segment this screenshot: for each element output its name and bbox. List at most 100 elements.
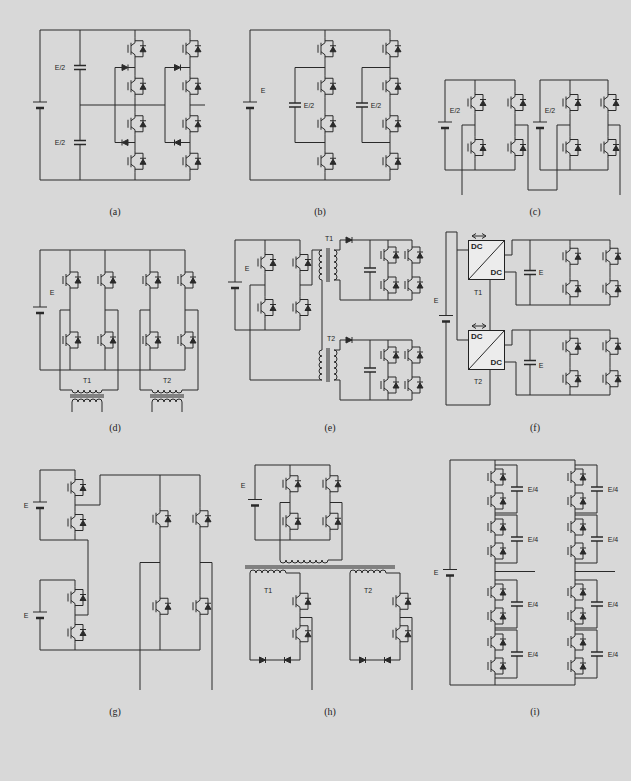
component-label: T1 [82,377,92,384]
diode-symbol [500,589,506,590]
diode-symbol [155,337,161,338]
diode-symbol [615,285,621,286]
component-label: T2 [363,587,373,594]
igbt-symbol [488,466,503,488]
wire [370,340,371,368]
wire [400,645,401,650]
wire [295,142,325,143]
wire [570,267,571,278]
diode-symbol [520,101,526,106]
diode-symbol [393,282,399,283]
diode-symbol [270,261,276,266]
wire [200,562,212,563]
wire [312,618,313,691]
capacitor-symbol [356,102,368,104]
igbt-symbol [381,344,396,366]
igbt-symbol [293,252,308,274]
wire [400,573,401,585]
wire [70,250,71,269]
igbt-symbol [488,605,503,627]
wire [290,465,291,473]
igbt-symbol [183,113,198,135]
battery-symbol [533,122,547,123]
wire [75,505,100,506]
igbt-symbol [603,335,618,357]
component-label: E [244,265,251,272]
wire [597,580,598,602]
diode-symbol [500,639,506,640]
wire [105,351,106,370]
component-label: E [23,502,30,509]
wire [140,563,141,691]
wire [295,68,296,104]
wire [412,618,413,691]
wire [140,310,150,311]
diode-symbol [270,306,276,311]
diode-symbol [330,83,336,84]
wire [528,125,529,190]
igbt-symbol [63,329,78,351]
wire [362,142,390,143]
diode-symbol [190,338,196,343]
diode-symbol [417,253,423,258]
diode-symbol [140,83,146,84]
transformer-core [329,348,330,382]
diode-symbol [205,603,211,604]
component-label: E [260,87,267,94]
wire [250,108,251,180]
igbt-symbol [381,244,396,266]
wire [540,80,608,81]
diode-symbol [580,475,586,480]
igbt-symbol [563,137,578,159]
subfigure-caption: (g) [108,707,122,717]
transformer-winding [250,570,286,573]
wire [322,280,323,350]
wire [370,240,371,268]
wire [495,563,517,564]
subfigure-caption: (d) [108,423,122,433]
igbt-symbol [323,473,338,495]
input-side-label: DC [471,333,483,341]
igbt-symbol [128,150,143,172]
wire [370,372,371,400]
wire [517,541,518,563]
wire [495,628,517,629]
capacitor-symbol [511,651,523,653]
diode-symbol [295,519,301,524]
wire [135,30,136,38]
wire [608,125,620,126]
igbt-symbol [318,75,333,97]
wire [190,105,205,106]
diode-symbol [520,146,526,151]
battery-symbol [438,122,452,123]
wire [280,503,281,561]
wire [265,240,266,252]
diode-symbol [165,604,171,609]
wire [362,67,390,68]
igbt-symbol [568,655,583,677]
wire [575,465,597,466]
wire [80,105,115,106]
transformer-winding [152,390,182,393]
wire [505,345,512,346]
transformer-winding [334,350,337,380]
wire [515,125,528,126]
battery-symbol [33,612,47,613]
wire [265,319,266,331]
igbt-symbol [153,595,168,617]
wire [40,180,190,181]
wire [446,405,490,406]
diode-symbol [615,343,621,344]
diode-symbol [417,383,423,388]
diode-symbol [122,140,123,146]
component-label: T2 [473,378,483,385]
diode-symbol [260,657,266,663]
wire [388,366,389,374]
diode-symbol [265,657,266,663]
wire [334,280,340,281]
diode-symbol [128,65,129,71]
wire [40,108,41,180]
wire [390,30,391,38]
diode-symbol [174,140,175,146]
battery-symbol [243,102,257,103]
